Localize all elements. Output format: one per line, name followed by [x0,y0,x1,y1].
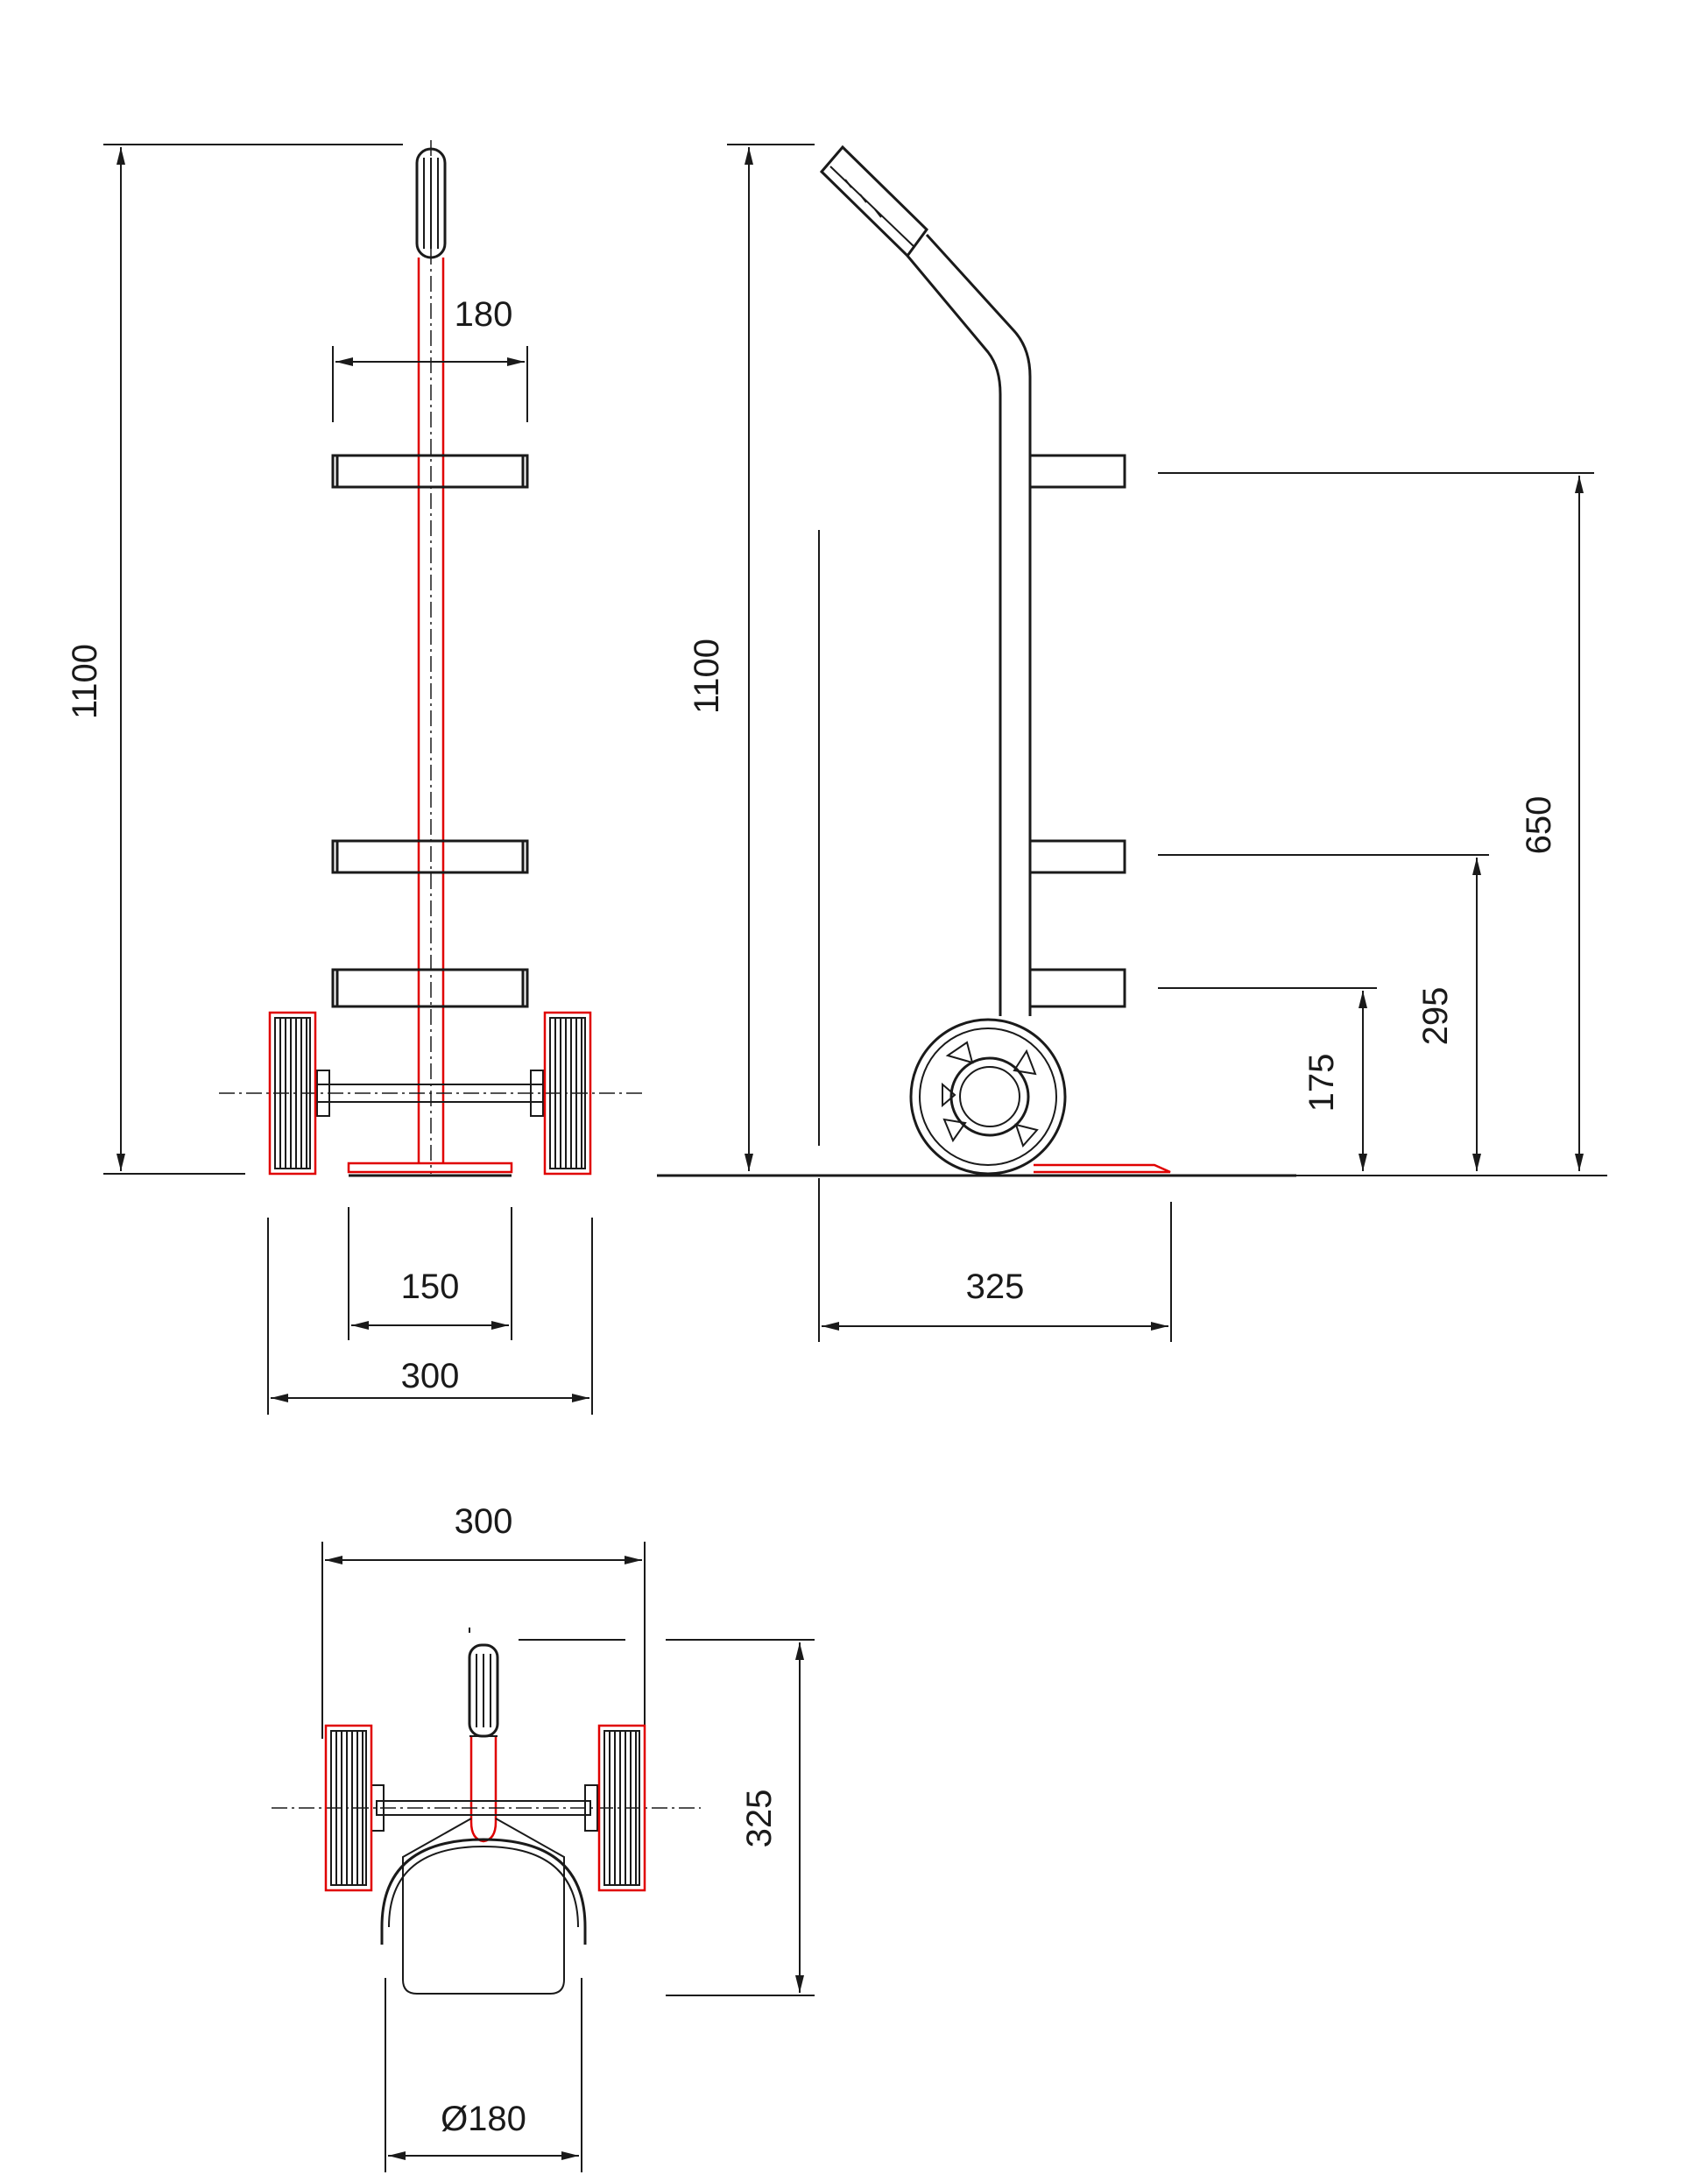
side-rack-top-label: 650 [1520,796,1558,855]
front-view: 1100 180 [66,140,644,1415]
front-handle-width-label: 180 [455,295,513,334]
front-overall-width-label: 300 [401,1357,460,1395]
side-depth-label: 325 [966,1268,1025,1306]
front-height-label: 1100 [66,644,104,719]
side-rack-low-label: 175 [1302,1054,1341,1112]
top-view: 300 325 [272,1502,815,2172]
front-base-width-label: 150 [401,1268,460,1306]
side-view: 1100 650 [657,144,1607,1342]
top-width-label: 300 [455,1502,513,1541]
top-diameter-label: Ø180 [441,2100,526,2138]
side-height-label: 1100 [688,639,726,714]
top-depth-label: 325 [740,1790,779,1848]
side-rack-mid-label: 295 [1416,987,1455,1046]
